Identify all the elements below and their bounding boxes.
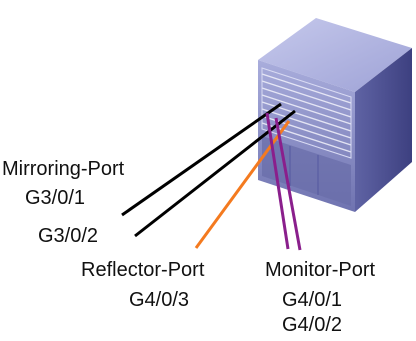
mirroring-link-g3-0-1 xyxy=(121,102,282,217)
monitor-link-g4-0-1 xyxy=(265,112,290,250)
reflector-link-g4-0-3 xyxy=(194,120,291,249)
monitor-port-g4-0-1-label: G4/0/1 xyxy=(282,289,343,311)
mirroring-port-g3-0-1-label: G3/0/1 xyxy=(25,187,86,209)
switch-chassis-icon xyxy=(258,18,412,212)
chassis-base-panel xyxy=(262,136,351,206)
mirroring-port-g3-0-2-label: G3/0/2 xyxy=(38,225,99,247)
monitor-port-g4-0-2-label: G4/0/2 xyxy=(282,314,343,336)
mirroring-link-g3-0-2 xyxy=(134,109,296,238)
base-grille xyxy=(289,146,319,195)
monitor-link-g4-0-2 xyxy=(274,117,302,251)
chassis-side xyxy=(355,48,412,212)
monitor-port-label: Monitor-Port xyxy=(265,259,376,281)
chassis-front-panel xyxy=(261,67,352,159)
reflector-port-g4-0-3-label: G4/0/3 xyxy=(129,289,190,311)
reflector-port-label: Reflector-Port xyxy=(81,259,205,281)
chassis-top xyxy=(258,18,412,92)
mirroring-port-label: Mirroring-Port xyxy=(2,158,125,180)
